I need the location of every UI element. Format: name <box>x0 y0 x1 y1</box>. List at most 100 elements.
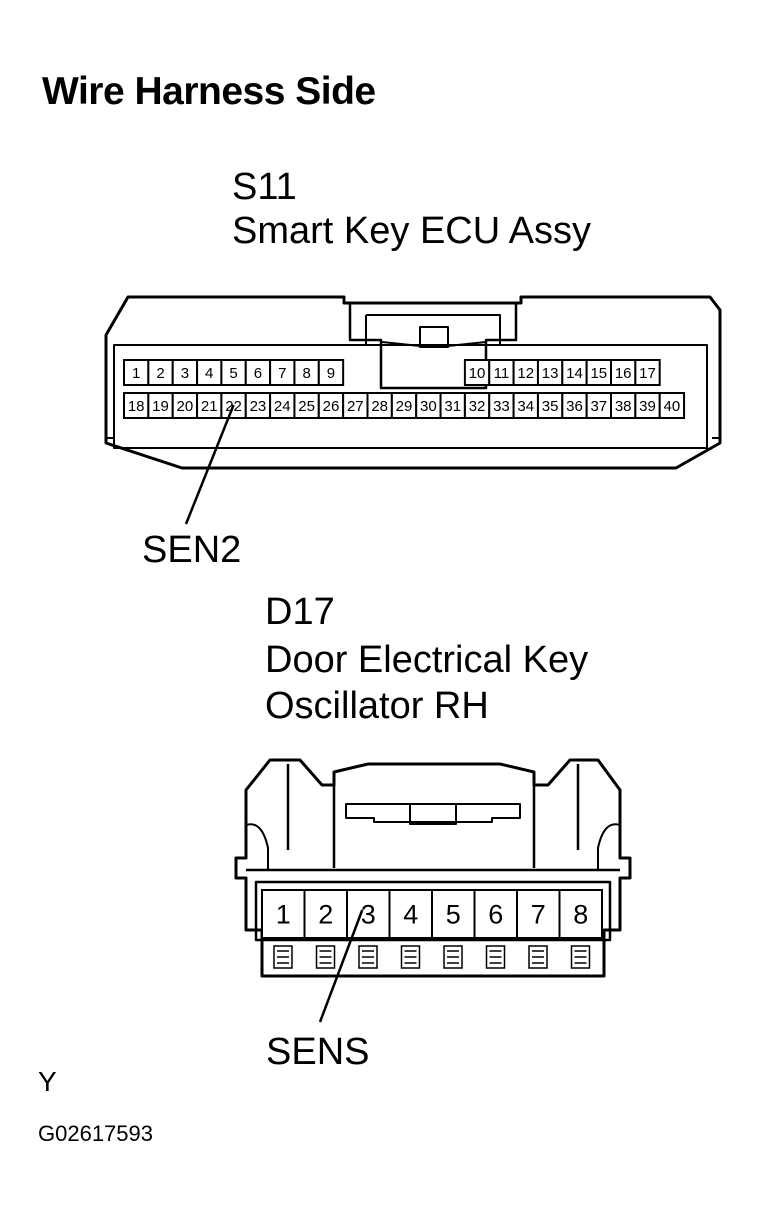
pin-number: 18 <box>128 398 145 415</box>
d17-pin-7: 7 <box>516 889 561 939</box>
pin-number: 6 <box>254 365 262 382</box>
d17-pin-1: 1 <box>261 889 306 939</box>
d17-pin-2: 2 <box>303 889 348 939</box>
s11-pin-26: 26 <box>317 392 345 419</box>
s11-pin-34: 34 <box>512 392 539 419</box>
footer-letter: Y <box>38 1066 57 1097</box>
d17-connector-code: D17 <box>265 591 335 633</box>
pin-number: 39 <box>639 398 656 415</box>
s11-pin-29: 29 <box>390 392 418 419</box>
rib-8 <box>570 945 591 969</box>
pin-number: 19 <box>152 398 169 415</box>
pin-number: 17 <box>639 365 656 382</box>
s11-pin-38: 38 <box>610 392 637 419</box>
d17-pin-8: 8 <box>558 889 603 939</box>
s11-pin-39: 39 <box>634 392 661 419</box>
pin-number: 3 <box>361 900 376 930</box>
s11-pin-16: 16 <box>610 359 637 386</box>
d17-connector-name-line2: Oscillator RH <box>265 685 489 727</box>
rib-1 <box>273 945 293 969</box>
pin-number: 40 <box>664 398 681 415</box>
pin-number: 2 <box>156 365 164 382</box>
rib-6 <box>485 945 506 969</box>
d17-pin-4: 4 <box>388 889 433 939</box>
s11-pin-2: 2 <box>147 359 174 386</box>
d17-pin-6: 6 <box>473 889 518 939</box>
s11-pin-40: 40 <box>658 392 686 419</box>
s11-pin-30: 30 <box>415 392 442 419</box>
diagram-title: Wire Harness Side <box>42 70 376 113</box>
s11-pin-37: 37 <box>585 392 613 419</box>
s11-pin-32: 32 <box>463 392 491 419</box>
pin-number: 3 <box>181 365 189 382</box>
s11-pin-15: 15 <box>585 359 613 386</box>
s11-pin-5: 5 <box>220 359 247 386</box>
pin-number: 4 <box>205 365 213 382</box>
s11-pin-20: 20 <box>171 392 199 419</box>
s11-pin-24: 24 <box>269 392 296 419</box>
s11-pin-25: 25 <box>293 392 320 419</box>
figure-code: G02617593 <box>38 1121 153 1146</box>
pin-number: 29 <box>396 398 413 415</box>
pin-number: 15 <box>590 365 607 382</box>
pin-number: 7 <box>531 900 546 930</box>
s11-pin-27: 27 <box>342 392 369 419</box>
s11-pin-35: 35 <box>536 392 564 419</box>
s11-pin-36: 36 <box>561 392 588 419</box>
s11-pin-10: 10 <box>463 359 491 386</box>
s11-pin-9: 9 <box>317 359 345 386</box>
s11-pin-23: 23 <box>244 392 272 419</box>
pin-number: 10 <box>469 365 486 382</box>
pin-number: 32 <box>469 398 486 415</box>
pin-number: 21 <box>201 398 218 415</box>
pin-number: 1 <box>132 365 140 382</box>
s11-pin-8: 8 <box>293 359 320 386</box>
d17-pin-3: 3 <box>346 889 391 939</box>
d17-pin-5: 5 <box>431 889 476 939</box>
s11-pin-33: 33 <box>488 392 515 419</box>
s11-connector-code: S11 <box>232 166 297 208</box>
s11-pin-28: 28 <box>366 392 393 419</box>
pin-number: 34 <box>517 398 534 415</box>
pin-number: 5 <box>446 900 461 930</box>
d17-callout-label: SENS <box>266 1031 370 1073</box>
pin-number: 7 <box>278 365 286 382</box>
s11-pin-14: 14 <box>561 359 588 386</box>
pin-number: 36 <box>566 398 583 415</box>
pin-number: 35 <box>542 398 559 415</box>
pin-number: 13 <box>542 365 559 382</box>
pin-number: 9 <box>327 365 335 382</box>
s11-connector-name: Smart Key ECU Assy <box>232 210 591 252</box>
d17-bottom-ribs <box>273 945 591 969</box>
pin-number: 20 <box>177 398 194 415</box>
s11-connector-body <box>104 295 722 470</box>
pin-number: 2 <box>318 900 333 930</box>
s11-pin-6: 6 <box>244 359 272 386</box>
rib-7 <box>528 945 548 969</box>
pin-number: 6 <box>488 900 503 930</box>
s11-pin-7: 7 <box>269 359 296 386</box>
rib-4 <box>400 945 421 969</box>
pin-number: 8 <box>302 365 310 382</box>
s11-pin-1: 1 <box>123 359 150 386</box>
pin-number: 8 <box>573 900 588 930</box>
pin-number: 23 <box>250 398 267 415</box>
s11-pin-4: 4 <box>196 359 223 386</box>
pin-number: 26 <box>323 398 340 415</box>
pin-number: 27 <box>347 398 364 415</box>
d17-connector-name-line1: Door Electrical Key <box>265 639 589 681</box>
pin-number: 1 <box>276 900 291 930</box>
pin-number: 37 <box>590 398 607 415</box>
pin-number: 14 <box>566 365 583 382</box>
s11-pin-19: 19 <box>147 392 174 419</box>
pin-number: 28 <box>371 398 388 415</box>
s11-pin-11: 11 <box>488 359 515 386</box>
d17-callout-line <box>318 909 364 1023</box>
pin-number: 33 <box>493 398 510 415</box>
s11-pin-18: 18 <box>123 392 150 419</box>
pin-number: 25 <box>298 398 315 415</box>
